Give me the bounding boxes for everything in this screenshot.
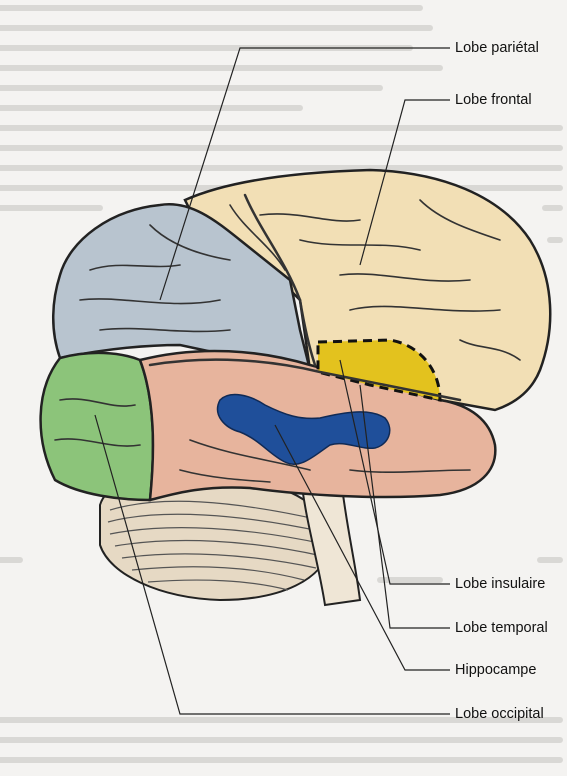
label-frontal-lobe: Lobe frontal — [455, 92, 532, 108]
occipital-lobe — [41, 353, 153, 500]
label-occipital-lobe: Lobe occipital — [455, 706, 544, 722]
label-hippocampus: Hippocampe — [455, 662, 536, 678]
label-parietal-lobe: Lobe pariétal — [455, 40, 539, 56]
label-insular-lobe: Lobe insulaire — [455, 576, 545, 592]
label-temporal-lobe: Lobe temporal — [455, 620, 548, 636]
